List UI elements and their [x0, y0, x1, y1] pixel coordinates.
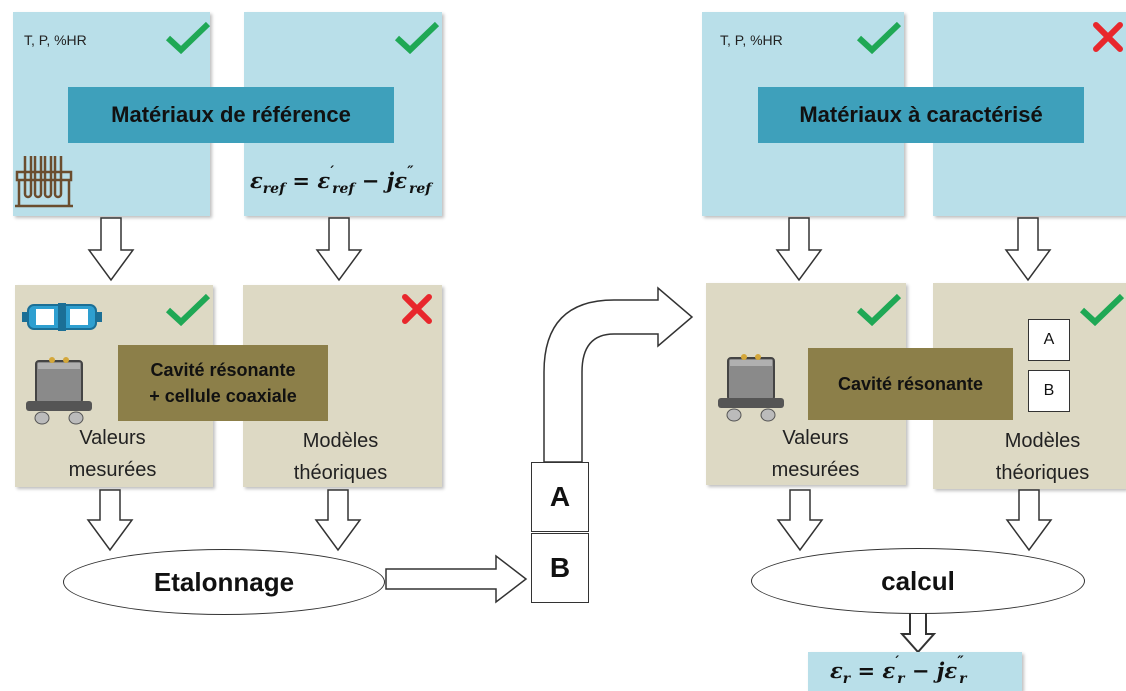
hollow-arrow-icon	[1004, 217, 1052, 282]
sample-materials-banner: Matériaux à caractérisé	[758, 87, 1084, 143]
hollow-arrow-icon	[86, 489, 134, 552]
check-icon	[165, 21, 211, 54]
resonant-cavity-icon	[718, 354, 784, 422]
cross-icon	[402, 294, 432, 324]
calculation-ellipse: calcul	[751, 548, 1085, 614]
theoretical-models-label-right: Modèles théoriques	[995, 430, 1090, 484]
hollow-arrow-icon	[87, 217, 135, 282]
model-b-box: B	[1028, 370, 1070, 412]
hollow-arrow-icon	[315, 217, 363, 282]
calibration-label: Etalonnage	[153, 566, 295, 597]
model-b-label: B	[1043, 382, 1055, 399]
calibration-ellipse: Etalonnage	[63, 549, 385, 615]
cross-icon	[1093, 22, 1123, 52]
conditions-label-right: T, P, %HR	[720, 32, 783, 48]
hollow-arrow-icon	[775, 217, 823, 282]
result-permittivity-box	[808, 652, 1022, 691]
reference-materials-title: Matériaux de référence	[111, 102, 351, 127]
check-icon	[856, 21, 902, 54]
hollow-arrow-icon	[314, 489, 362, 552]
cavity-label-box-right: Cavité résonante	[808, 348, 1013, 420]
check-icon	[856, 293, 902, 326]
hollow-arrow-icon	[776, 489, 824, 552]
cavity-coaxial-label-box: Cavité résonante + cellule coaxiale	[118, 345, 328, 421]
measured-values-label-right: Valeurs mesurées	[771, 427, 860, 481]
result-permittivity-formula: εr = ε′r − jε″r	[830, 654, 967, 688]
calculation-label: calcul	[881, 565, 955, 596]
cavity-label: Cavité résonante	[150, 359, 296, 380]
reference-permittivity-formula: εref = ε′ref − jε″ref	[250, 164, 432, 198]
resonant-cavity-icon	[26, 357, 92, 425]
coefficient-b-box: B	[531, 533, 589, 603]
check-icon	[394, 21, 440, 54]
coaxial-label: + cellule coaxiale	[149, 386, 297, 406]
cavity-label-right: Cavité résonante	[837, 373, 984, 394]
hollow-arrow-icon	[543, 286, 694, 463]
reference-materials-banner: Matériaux de référence	[68, 87, 394, 143]
coefficient-b-label: B	[549, 552, 571, 583]
hollow-arrow-icon	[1005, 489, 1053, 552]
check-icon	[1079, 293, 1125, 326]
coaxial-cell-icon	[22, 303, 102, 331]
theoretical-models-label: Modèles théoriques	[293, 430, 388, 484]
check-icon	[165, 293, 211, 326]
model-a-label: A	[1043, 331, 1055, 348]
test-tubes-icon	[15, 156, 73, 208]
measured-values-label: Valeurs mesurées	[68, 427, 157, 481]
conditions-label: T, P, %HR	[24, 32, 87, 48]
hollow-arrow-icon	[385, 554, 528, 604]
model-a-box: A	[1028, 319, 1070, 361]
coefficient-a-label: A	[549, 481, 571, 512]
coefficient-a-box: A	[531, 462, 589, 532]
sample-materials-title: Matériaux à caractérisé	[799, 102, 1043, 127]
